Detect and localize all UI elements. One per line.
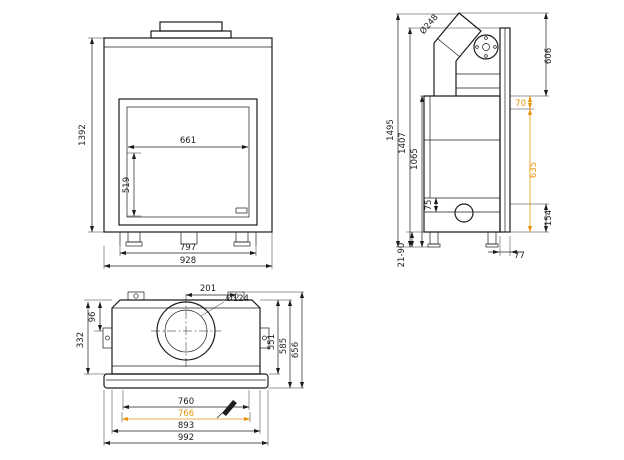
dim-side-height-1407: 1407 xyxy=(398,132,408,154)
dim-plan-96: 96 xyxy=(88,312,98,323)
flue-collar-top xyxy=(159,21,223,32)
side-feet xyxy=(427,231,499,248)
plan-dimensions: 201 Ø124 96 332 551 585 656 760 766 893 … xyxy=(76,284,305,446)
dim-plan-585: 585 xyxy=(279,338,289,354)
dim-side-offset-70: 70 xyxy=(515,99,526,109)
dim-front-overall-width: 928 xyxy=(180,256,196,266)
flue-pipe-ring xyxy=(437,38,461,58)
dim-side-flue-height: 606 xyxy=(544,48,554,64)
dim-side-base-height: 154 xyxy=(544,210,554,226)
dim-plan-flue-offset: 201 xyxy=(200,284,216,294)
dim-plan-551: 551 xyxy=(267,334,277,350)
front-glass xyxy=(126,106,250,218)
dim-plan-opening-width: 760 xyxy=(178,397,194,407)
dim-side-total-height: 1495 xyxy=(386,119,396,141)
dim-front-base-width: 797 xyxy=(180,243,196,253)
dim-side-75: 75 xyxy=(424,200,434,211)
plan-view: 201 Ø124 96 332 551 585 656 760 766 893 … xyxy=(76,284,305,446)
dim-side-rear-offset: 77 xyxy=(514,251,525,261)
plan-wing-right xyxy=(259,327,270,349)
front-center-bracket xyxy=(180,231,198,245)
plan-tab-left xyxy=(127,291,145,301)
dim-plan-flue-diameter: Ø124 xyxy=(226,293,249,304)
dim-plan-656: 656 xyxy=(291,342,301,358)
convection-outlet xyxy=(454,203,474,223)
front-dimensions: 1392 661 519 797 928 xyxy=(78,37,273,269)
flue-collar-base xyxy=(150,30,232,39)
flue-pipe xyxy=(433,12,482,62)
dim-front-glass-height: 519 xyxy=(122,177,132,193)
handle-tool xyxy=(222,400,237,416)
plan-front-frame xyxy=(103,373,269,389)
dim-front-overall-height: 1392 xyxy=(78,124,88,146)
front-extension-lines xyxy=(88,37,273,269)
front-legs xyxy=(119,231,257,247)
dim-front-glass-width: 661 xyxy=(180,136,196,146)
front-body xyxy=(103,37,273,233)
dim-plan-body-width: 893 xyxy=(178,421,194,431)
front-logo-plate xyxy=(235,207,248,214)
damper-actuator xyxy=(473,34,499,60)
side-extension-lines xyxy=(396,12,549,256)
dim-side-height-635: 635 xyxy=(529,162,539,178)
front-door-frame xyxy=(118,98,258,226)
dim-plan-overall-width: 992 xyxy=(178,433,194,443)
dim-side-height-1065: 1065 xyxy=(410,148,420,170)
side-body xyxy=(423,95,501,233)
dim-side-foot-adjust: 21-90 xyxy=(397,243,407,268)
plan-wing-left xyxy=(102,327,113,349)
dim-plan-332: 332 xyxy=(76,332,86,348)
dim-side-flue-diameter: Ø248 xyxy=(418,12,441,37)
side-view: Ø248 1495 1407 1065 75 21-90 77 70 635 6… xyxy=(386,12,554,267)
front-view: 1392 661 519 797 928 xyxy=(78,21,273,269)
dim-plan-766: 766 xyxy=(178,409,194,419)
